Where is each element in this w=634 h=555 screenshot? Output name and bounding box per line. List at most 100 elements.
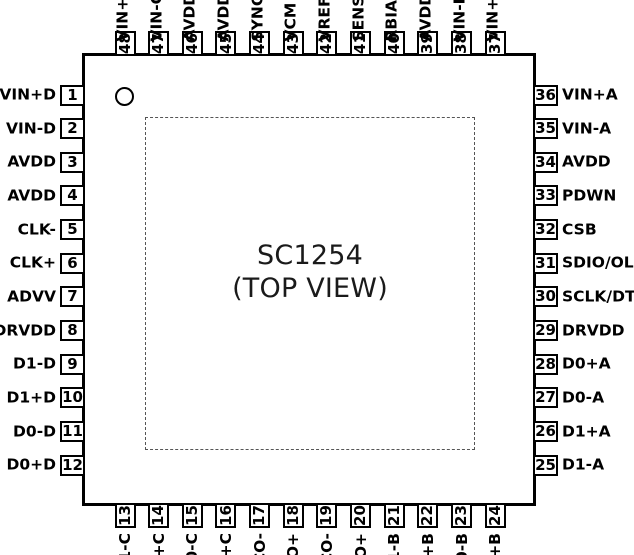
pin-signal-label: CLK+ [9,253,56,272]
pin-number-box[interactable]: 45 [215,31,237,56]
pin-signal-label: D1-C [116,533,134,555]
pin-number-text: 23 [452,505,470,526]
pin-signal-label: D0+A [562,354,611,373]
pin-signal-label: CSB [562,219,597,238]
pin-1-indicator-icon [115,87,134,106]
pin-number-text: 22 [418,505,437,526]
pin-signal-label: D0-B [452,533,471,555]
pin-number-box[interactable]: 11 [60,421,85,442]
pin-number-text: 11 [62,422,83,440]
pin-number-box[interactable]: 20 [350,503,372,528]
pin-signal-label: FCO- [317,533,336,555]
pin-number-box[interactable]: 2 [60,118,85,140]
pin-number-text: 30 [535,287,556,306]
pin-signal-label: D1-B [385,533,404,555]
pin-signal-label: D1+C [150,533,168,555]
pin-number-box[interactable]: 25 [533,454,558,476]
pin-number-box[interactable]: 8 [60,320,85,342]
pin-signal-label: RBIAS [382,0,401,42]
pin-number-box[interactable]: 33 [533,185,558,207]
pin-number-text: 6 [67,253,78,272]
pin-signal-label: PDWN [562,186,617,205]
pin-number-text: 15 [182,505,201,526]
pin-signal-label: FCO+ [352,533,370,555]
pin-number-box[interactable]: 46 [181,31,203,56]
pin-signal-label: D0-C [183,533,202,555]
pin-number-box[interactable]: 16 [215,503,237,528]
pin-number-text: 9 [67,354,78,373]
pin-number-text: 32 [535,220,556,239]
pin-number-box[interactable]: 17 [249,503,271,528]
pin-number-box[interactable]: 39 [417,31,439,56]
pin-number-box[interactable]: 42 [316,31,338,56]
pin-number-text: 1 [67,85,78,104]
pin-signal-label: AVDD [562,152,611,171]
pin-signal-label: SCLK/DTP [562,287,634,306]
pin-number-text: 8 [67,321,78,340]
pin-signal-label: D0+C [217,533,235,555]
pin-signal-label: CLK- [17,219,56,238]
pin-number-box[interactable]: 29 [533,320,558,342]
pin-number-box[interactable]: 5 [60,219,85,241]
pin-number-box[interactable]: 12 [60,454,85,476]
pin-number-box[interactable]: 38 [451,31,472,56]
pin-number-text: 4 [67,186,78,205]
pin-number-box[interactable]: 23 [451,503,472,528]
pin-number-box[interactable]: 30 [533,286,558,308]
pin-signal-label: DCO+ [284,533,302,555]
pin-number-box[interactable]: 35 [533,118,558,140]
pin-number-box[interactable]: 41 [350,31,372,56]
pin-number-box[interactable]: 13 [114,503,136,528]
pin-number-box[interactable]: 40 [383,31,405,56]
pin-number-box[interactable]: 37 [484,31,506,56]
pin-signal-label: D0-D [13,421,56,440]
pin-number-box[interactable]: 10 [60,387,85,409]
pin-signal-label: DRVDD [0,320,56,339]
pin-signal-label: ADVV [7,287,56,306]
pin-number-box[interactable]: 3 [60,151,85,173]
pin-number-text: 25 [535,455,556,474]
pin-signal-label: VIN+B [483,0,502,42]
pin-number-box[interactable]: 9 [60,353,85,375]
pin-signal-label: SDIO/OLM [562,253,634,272]
pin-number-text: 20 [351,505,370,526]
part-number-text: SC1254 [257,240,363,271]
pin-number-box[interactable]: 48 [114,31,136,56]
pin-number-box[interactable]: 44 [249,31,271,56]
pin-number-box[interactable]: 32 [533,219,558,241]
pin-signal-label: D1+B [419,533,437,555]
pin-number-box[interactable]: 28 [533,353,558,375]
pin-number-box[interactable]: 31 [533,252,558,274]
pin-number-text: 26 [535,422,556,440]
pin-number-box[interactable]: 27 [533,387,558,409]
pin-number-box[interactable]: 4 [60,185,85,207]
pin-number-text: 27 [535,388,556,407]
pin-number-box[interactable]: 43 [282,31,304,56]
pin-number-box[interactable]: 18 [282,503,304,528]
pin-number-text: 18 [283,505,302,526]
pin-number-box[interactable]: 15 [181,503,203,528]
pin-number-text: 3 [67,152,78,171]
pin-signal-label: D1+A [562,421,611,440]
pin-signal-label: AVDD [416,0,435,42]
package-body-outline [82,53,536,506]
pin-number-box[interactable]: 14 [148,503,170,528]
pin-signal-label: AVDD [180,0,199,42]
pin-number-box[interactable]: 1 [60,84,85,106]
pin-number-box[interactable]: 26 [533,421,558,442]
pin-number-box[interactable]: 47 [148,31,170,56]
pin-number-box[interactable]: 24 [484,503,506,528]
pin-signal-label: AVDD [7,152,56,171]
pin-signal-label: VREF [315,0,334,42]
pin-number-box[interactable]: 36 [533,84,558,106]
pin-signal-label: SENSE [349,0,368,42]
pin-signal-label: VCM [281,2,300,42]
pin-number-box[interactable]: 7 [60,286,85,308]
pin-number-box[interactable]: 22 [417,503,439,528]
pin-number-box[interactable]: 34 [533,151,558,173]
pin-number-box[interactable]: 19 [316,503,338,528]
pin-number-box[interactable]: 6 [60,252,85,274]
pin-signal-label: VIN-A [562,118,612,137]
pin-number-box[interactable]: 21 [383,503,405,528]
pin-number-text: 14 [149,505,168,526]
